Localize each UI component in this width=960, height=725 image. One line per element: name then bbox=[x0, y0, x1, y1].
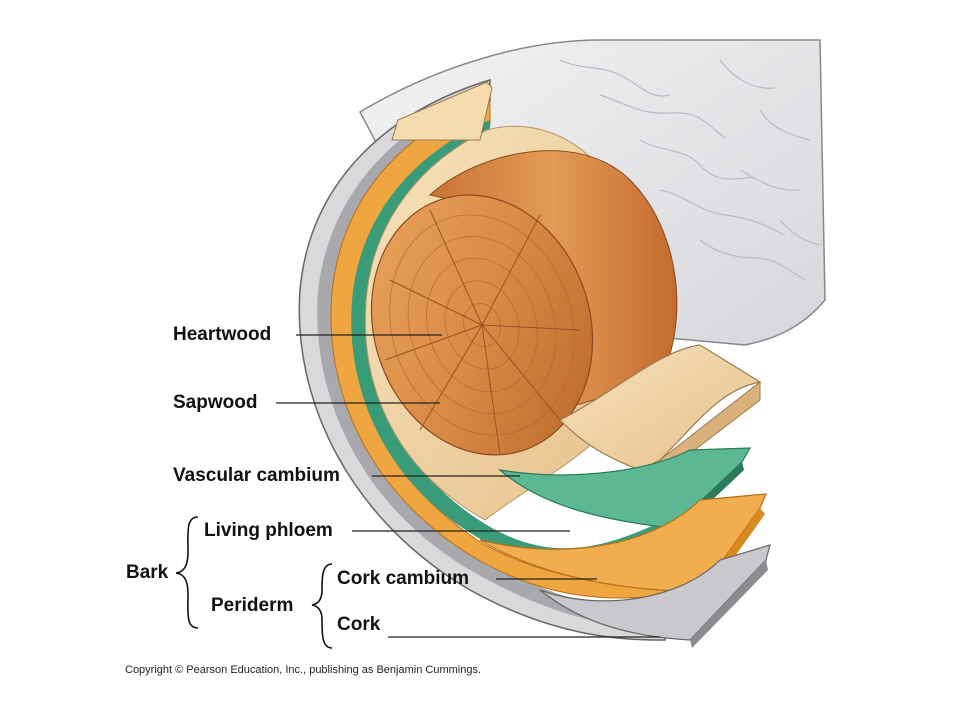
bark-label: Bark bbox=[126, 562, 169, 583]
periderm-brace bbox=[311, 563, 333, 649]
copyright-notice: Copyright © Pearson Education, Inc., pub… bbox=[125, 664, 482, 676]
bark-brace bbox=[175, 516, 199, 629]
wood-rays bbox=[384, 209, 581, 456]
sapwood-strip bbox=[558, 344, 762, 471]
sapwood-label: Sapwood bbox=[173, 392, 258, 413]
growth-rings bbox=[389, 214, 575, 436]
cork-strip-edge bbox=[690, 560, 768, 648]
vascular-cambium-label: Vascular cambium bbox=[173, 465, 340, 486]
cork-strip bbox=[539, 544, 771, 641]
bark-texture bbox=[559, 59, 821, 281]
periderm-label: Periderm bbox=[211, 595, 294, 616]
phloem-strip bbox=[479, 493, 767, 593]
sapwood-notch bbox=[391, 81, 493, 141]
cambium-strip bbox=[498, 447, 752, 529]
cork-cambium-label: Cork cambium bbox=[337, 568, 469, 589]
living-phloem-label: Living phloem bbox=[204, 520, 333, 541]
heartwood-label: Heartwood bbox=[173, 324, 272, 345]
leader-lines bbox=[276, 334, 660, 638]
cork-label: Cork bbox=[337, 614, 381, 635]
